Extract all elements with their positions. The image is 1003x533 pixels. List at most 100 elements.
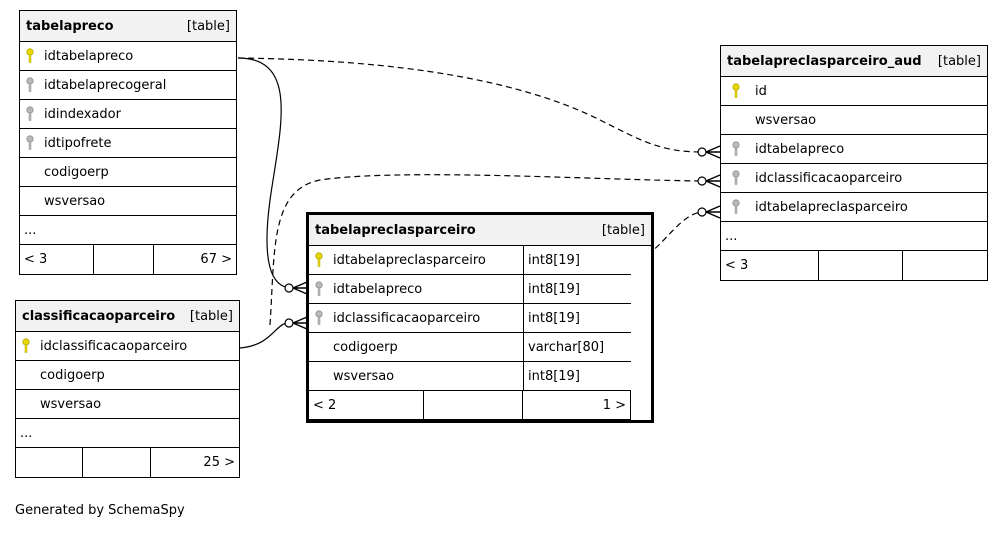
column-row[interactable]: id (721, 77, 987, 106)
column-type: varchar[80] (523, 333, 631, 361)
column-name: idtabelapreco (755, 141, 845, 157)
children-count[interactable] (903, 251, 987, 280)
generated-by-label: Generated by SchemaSpy (15, 503, 185, 518)
column-row[interactable]: idtabelaprecIasparceiro (721, 193, 987, 222)
table-header: tabelapreco [table] (20, 11, 236, 42)
link-tabelapreco-to-tabelaprecIasparceiro (237, 57, 293, 289)
column-type: int8[19] (523, 304, 631, 332)
link-classificacaoparceiro-to-aud (269, 174, 703, 326)
column-name: wsversao (755, 112, 817, 128)
table-footer: 25 > (16, 448, 239, 477)
column-name: wsversao (333, 368, 395, 384)
crows-foot (705, 205, 721, 219)
footer-middle (424, 391, 523, 419)
column-row[interactable]: wsversao (16, 390, 239, 419)
column-name: idclassificacaoparceiro (40, 338, 188, 354)
foreign-key-icon (20, 106, 40, 122)
link-end-circle (284, 318, 294, 328)
column-row[interactable]: wsversao (721, 106, 987, 135)
children-count[interactable]: 67 > (200, 252, 232, 267)
link-tabelapreco-to-aud (237, 57, 703, 153)
column-row[interactable]: idindexador (20, 100, 236, 129)
table-classificacaoparceiro[interactable]: classificacaoparceiro [table] idclassifi… (15, 300, 240, 478)
column-row[interactable]: codigoerp (20, 158, 236, 187)
table-tabelaprecIasparceiro[interactable]: tabelaprecIasparceiro [table] idtabelapr… (306, 212, 654, 423)
table-header: tabelaprecIasparceiro_aud [table] (721, 46, 987, 77)
column-row[interactable]: idclassificacaoparceiro int8[19] (309, 304, 631, 333)
table-name: tabelapreco (26, 18, 114, 34)
table-footer: < 3 (721, 251, 987, 280)
column-name: idtipofrete (44, 135, 112, 151)
link-end-circle (284, 283, 294, 293)
table-type: [table] (189, 308, 233, 324)
column-name: idtabelaprecIasparceiro (333, 252, 486, 268)
primary-key-icon (721, 83, 751, 99)
link-tabelaprecIasparceiro-to-aud (628, 211, 703, 263)
primary-key-icon (309, 252, 329, 268)
more-columns: ... (721, 222, 987, 251)
column-name: idtabelapreco (44, 48, 134, 64)
crows-foot (292, 281, 308, 295)
column-row[interactable]: idtabelaprecogeral (20, 71, 236, 100)
foreign-key-icon (20, 135, 40, 151)
parents-count[interactable] (16, 448, 83, 477)
column-row[interactable]: wsversao (20, 187, 236, 216)
column-name: idtabelaprecogeral (44, 77, 167, 93)
column-row[interactable]: idclassificacaoparceiro (16, 332, 239, 361)
children-count[interactable]: 25 > (203, 455, 235, 470)
table-name: tabelaprecIasparceiro_aud (727, 53, 922, 69)
table-name: tabelaprecIasparceiro (315, 222, 476, 238)
column-row[interactable]: idclassificacaoparceiro (721, 164, 987, 193)
link-end-circle (697, 147, 707, 157)
more-columns: ... (16, 419, 239, 448)
column-row[interactable]: codigoerp varchar[80] (309, 333, 631, 362)
more-columns: ... (20, 216, 236, 245)
table-tabelaprecIasparceiro_aud[interactable]: tabelaprecIasparceiro_aud [table] id wsv… (720, 45, 988, 281)
column-row[interactable]: idtabelapreco (721, 135, 987, 164)
foreign-key-icon (309, 310, 329, 326)
foreign-key-icon (721, 170, 751, 186)
primary-key-icon (20, 48, 40, 64)
crows-foot (705, 174, 721, 188)
column-type: int8[19] (523, 275, 631, 303)
column-name: idindexador (44, 106, 121, 122)
foreign-key-icon (20, 77, 40, 93)
column-name: idclassificacaoparceiro (333, 310, 481, 326)
table-header: classificacaoparceiro [table] (16, 301, 239, 332)
table-type: [table] (937, 53, 981, 69)
table-footer: < 2 1 > (309, 391, 631, 420)
column-name: wsversao (40, 396, 102, 412)
parents-count[interactable]: < 2 (309, 391, 424, 419)
footer-middle (819, 251, 903, 280)
link-end-circle (697, 176, 707, 186)
column-name: idtabelaprecIasparceiro (755, 199, 908, 215)
crows-foot (705, 145, 721, 159)
column-name: codigoerp (333, 339, 398, 355)
parents-count[interactable]: < 3 (20, 245, 94, 274)
children-count[interactable]: 1 > (602, 397, 626, 413)
link-classificacaoparceiro-to-tabelaprecIasparceiro (239, 322, 293, 349)
crows-foot (292, 316, 308, 330)
column-name: id (755, 83, 767, 99)
table-type: [table] (186, 18, 230, 34)
column-row[interactable]: idtabelapreco int8[19] (309, 275, 631, 304)
column-row[interactable]: idtabelapreco (20, 42, 236, 71)
column-name: wsversao (44, 193, 106, 209)
parents-count[interactable]: < 3 (721, 251, 819, 280)
column-type: int8[19] (523, 246, 631, 274)
table-footer: < 3 67 > (20, 245, 236, 274)
column-name: codigoerp (44, 164, 109, 180)
column-row[interactable]: codigoerp (16, 361, 239, 390)
column-name: codigoerp (40, 367, 105, 383)
foreign-key-icon (309, 281, 329, 297)
table-tabelapreco[interactable]: tabelapreco [table] idtabelapreco idtabe… (19, 10, 237, 275)
table-name: classificacaoparceiro (22, 308, 176, 324)
column-name: idtabelapreco (333, 281, 423, 297)
column-row[interactable]: idtipofrete (20, 129, 236, 158)
footer-middle (94, 245, 154, 274)
column-name: idclassificacaoparceiro (755, 170, 903, 186)
table-header: tabelaprecIasparceiro [table] (309, 215, 651, 246)
column-row[interactable]: idtabelaprecIasparceiro int8[19] (309, 246, 631, 275)
